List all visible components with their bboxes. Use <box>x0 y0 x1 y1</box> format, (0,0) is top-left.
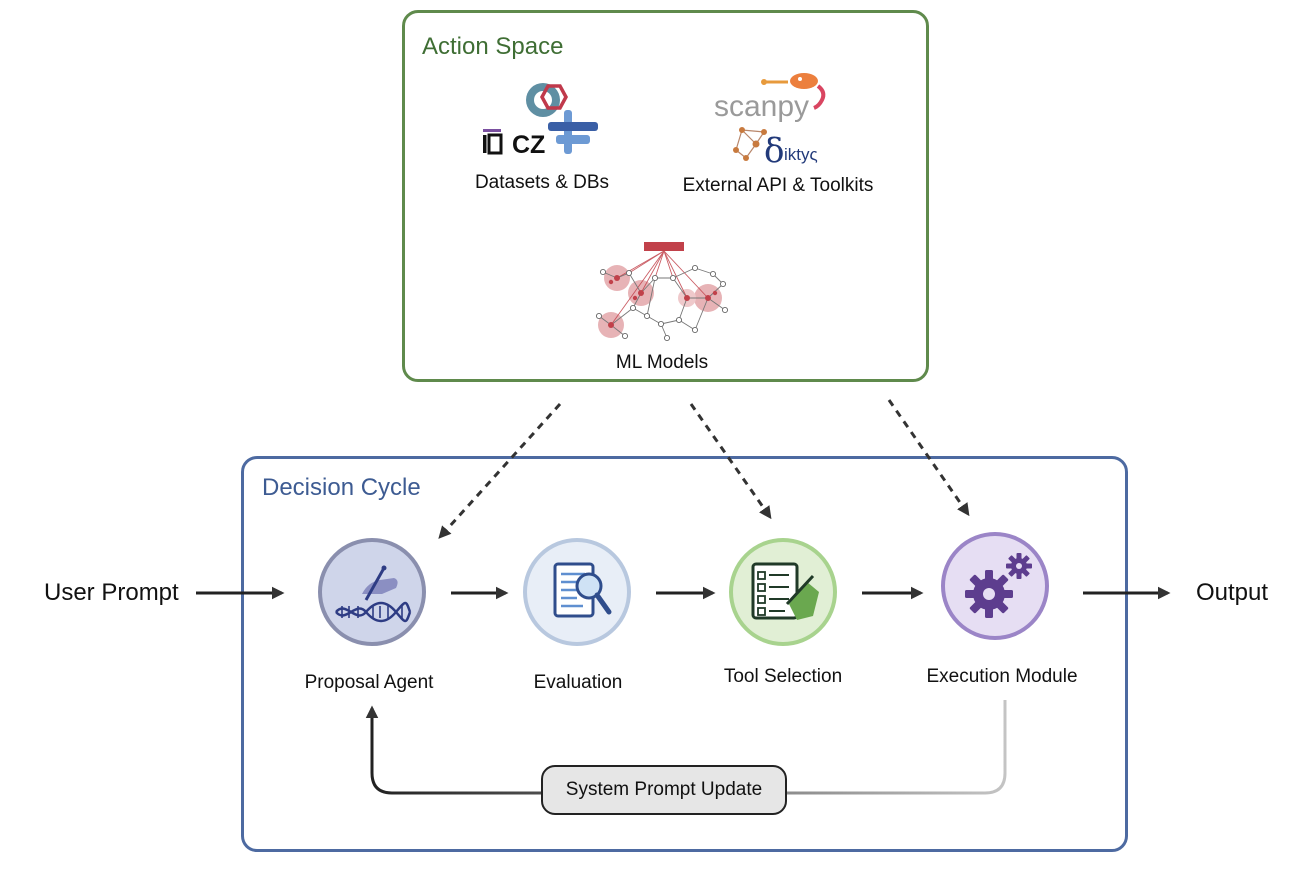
document-magnifier-icon <box>553 562 612 618</box>
evaluation-label: Evaluation <box>533 672 623 693</box>
datasets-logos-icon: CZ <box>478 80 608 160</box>
decision-cycle-title: Decision Cycle <box>262 474 421 501</box>
proposal-agent-label: Proposal Agent <box>304 672 434 693</box>
ml-models-label: ML Models <box>615 352 709 373</box>
gears-icon <box>965 553 1032 618</box>
action-space-panel: Action Space <box>402 10 929 382</box>
user-prompt-label: User Prompt <box>44 579 179 606</box>
toolkits-logos-icon: scanpy δ iktyς <box>706 68 846 171</box>
evaluation-node <box>523 538 631 646</box>
execution-module-label: Execution Module <box>926 666 1078 687</box>
ml-network-icon <box>595 238 735 343</box>
dashed-arrow-to-execution <box>887 399 970 517</box>
cz-logo-text: CZ <box>512 131 545 159</box>
dna-writing-icon <box>335 565 412 623</box>
decision-cycle-panel: Decision Cycle <box>241 456 1128 852</box>
system-prompt-update-pill: System Prompt Update <box>541 765 787 815</box>
external-api-label: External API & Toolkits <box>682 175 874 196</box>
datasets-label: Datasets & DBs <box>474 172 610 193</box>
diktyo-delta-text: δ <box>764 131 784 168</box>
action-space-title: Action Space <box>422 33 564 60</box>
dashed-arrow-to-tool-selection <box>689 403 772 520</box>
output-label: Output <box>1196 579 1269 606</box>
tool-selection-label: Tool Selection <box>723 666 843 687</box>
proposal-agent-node <box>318 538 426 646</box>
checklist-pen-icon <box>751 562 819 620</box>
tool-selection-node <box>729 538 837 646</box>
dashed-arrow-to-proposal <box>438 402 562 539</box>
scanpy-logo-text: scanpy <box>714 90 809 123</box>
system-prompt-update-label: System Prompt Update <box>565 779 763 800</box>
execution-module-node <box>941 532 1049 640</box>
diktyo-logo-text: iktyς <box>784 145 818 164</box>
